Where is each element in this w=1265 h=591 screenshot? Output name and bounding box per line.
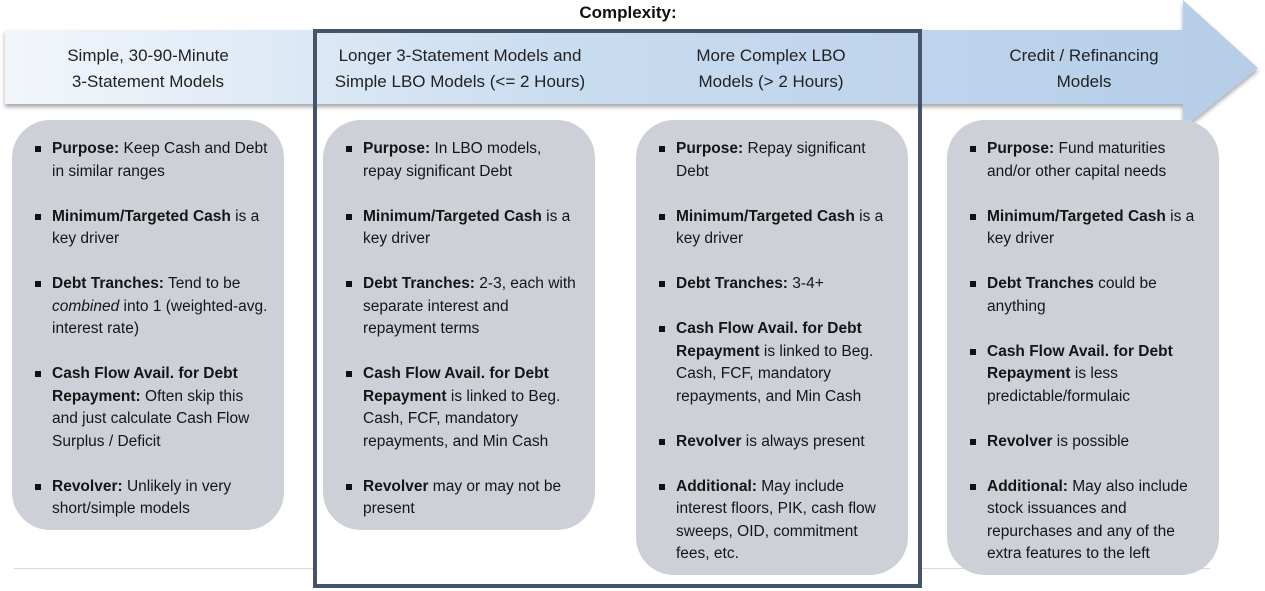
bullet-purpose: Purpose: Repay significant Debt (658, 138, 894, 183)
bullet-purpose: Purpose: In LBO models, repay significan… (345, 138, 581, 183)
bullet-cash-flow: Cash Flow Avail. for Debt Repayment is l… (345, 363, 581, 453)
complexity-title: Complexity: (579, 3, 677, 22)
stage-header-simple: Simple, 30-90-Minute 3-Statement Models (67, 46, 229, 91)
bullet-additional: Additional: May include interest floors,… (658, 476, 894, 566)
bullet-cash-flow: Cash Flow Avail. for Debt Repayment is l… (658, 318, 894, 408)
bullet-debt-tranches: Debt Tranches could be anything (969, 273, 1205, 318)
stage-card-simple: Purpose: Keep Cash and Debt in similar r… (12, 120, 284, 530)
bullet-cash-flow: Cash Flow Avail. for Debt Repayment is l… (969, 341, 1205, 409)
bullet-revolver: Revolver is always present (658, 431, 894, 454)
bullet-additional: Additional: May also include stock issua… (969, 476, 1205, 566)
stage-header-credit: Credit / Refinancing Models (1009, 46, 1159, 91)
bullet-min-cash: Minimum/Targeted Cash is a key driver (34, 206, 270, 251)
bullet-min-cash: Minimum/Targeted Cash is a key driver (969, 206, 1205, 251)
bullet-min-cash: Minimum/Targeted Cash is a key driver (345, 206, 581, 251)
bullet-min-cash: Minimum/Targeted Cash is a key driver (658, 206, 894, 251)
stage-card-longer: Purpose: In LBO models, repay significan… (323, 120, 595, 530)
stage-header-complex-lbo: More Complex LBO Models (> 2 Hours) (696, 46, 846, 91)
highlight-frame-lbo (313, 29, 922, 588)
bullet-purpose: Purpose: Fund maturities and/or other ca… (969, 138, 1205, 183)
bullet-revolver: Revolver may or may not be present (345, 476, 581, 521)
bullet-debt-tranches: Debt Tranches: 2-3, each with separate i… (345, 273, 581, 341)
bullet-cash-flow: Cash Flow Avail. for Debt Repayment: Oft… (34, 363, 270, 453)
bullet-purpose: Purpose: Keep Cash and Debt in similar r… (34, 138, 270, 183)
stage-header-longer: Longer 3-Statement Models and Simple LBO… (334, 46, 586, 91)
bullet-revolver: Revolver is possible (969, 431, 1205, 454)
stage-card-credit: Purpose: Fund maturities and/or other ca… (947, 120, 1219, 575)
baseline-divider (14, 568, 314, 569)
stage-card-complex-lbo: Purpose: Repay significant Debt Minimum/… (636, 120, 908, 575)
bullet-revolver: Revolver: Unlikely in very short/simple … (34, 476, 270, 521)
bullet-debt-tranches: Debt Tranches: 3-4+ (658, 273, 894, 296)
bullet-debt-tranches: Debt Tranches: Tend to be combined into … (34, 273, 270, 341)
